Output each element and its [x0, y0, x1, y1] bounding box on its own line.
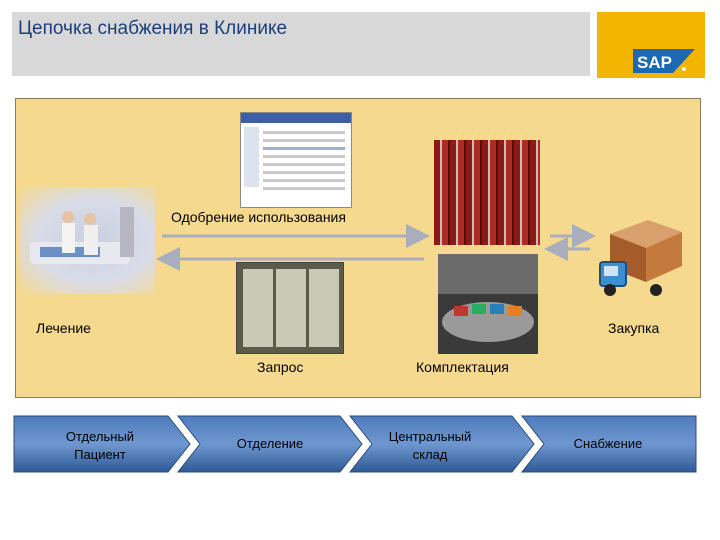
step-2-label: Отделение — [210, 435, 330, 453]
step-1-line1: Отдельный — [65, 429, 135, 444]
step-3-line2: склад — [412, 447, 448, 462]
step-1-label: Отдельный Пациент — [40, 428, 160, 464]
chevron-step-2 — [176, 415, 363, 473]
chevron-step-4 — [520, 415, 697, 473]
chevron-step-3 — [348, 415, 535, 473]
step-3-label: Центральный склад — [370, 428, 490, 464]
sap-logo-text: SAP — [637, 53, 672, 72]
truck-icon — [599, 220, 682, 296]
request-label: Запрос — [257, 359, 304, 375]
step-4-label: Снабжение — [548, 435, 668, 453]
system-screenshot-image — [240, 112, 352, 208]
step-1-line2: Пациент — [74, 447, 126, 462]
treatment-photo — [20, 187, 155, 294]
request-cabinet-photo — [236, 262, 344, 354]
step-2-line1: Отделение — [236, 436, 304, 451]
sap-logo: SAP — [597, 12, 705, 78]
warehouse-shelves-photo — [434, 140, 540, 245]
title-bar: Цепочка снабжения в Клинике — [12, 12, 590, 76]
procurement-label: Закупка — [608, 320, 660, 336]
picking-label: Комплектация — [416, 359, 509, 375]
approval-label: Одобрение использования — [171, 209, 346, 225]
step-3-line1: Центральный — [388, 429, 472, 444]
page-title: Цепочка снабжения в Клинике — [18, 18, 288, 39]
sap-logo-icon: SAP — [633, 49, 695, 73]
step-4-line1: Снабжение — [573, 436, 643, 451]
picking-photo — [438, 254, 538, 354]
process-chevrons — [13, 415, 697, 473]
chevron-step-1 — [13, 415, 191, 473]
treatment-label: Лечение — [36, 320, 91, 336]
